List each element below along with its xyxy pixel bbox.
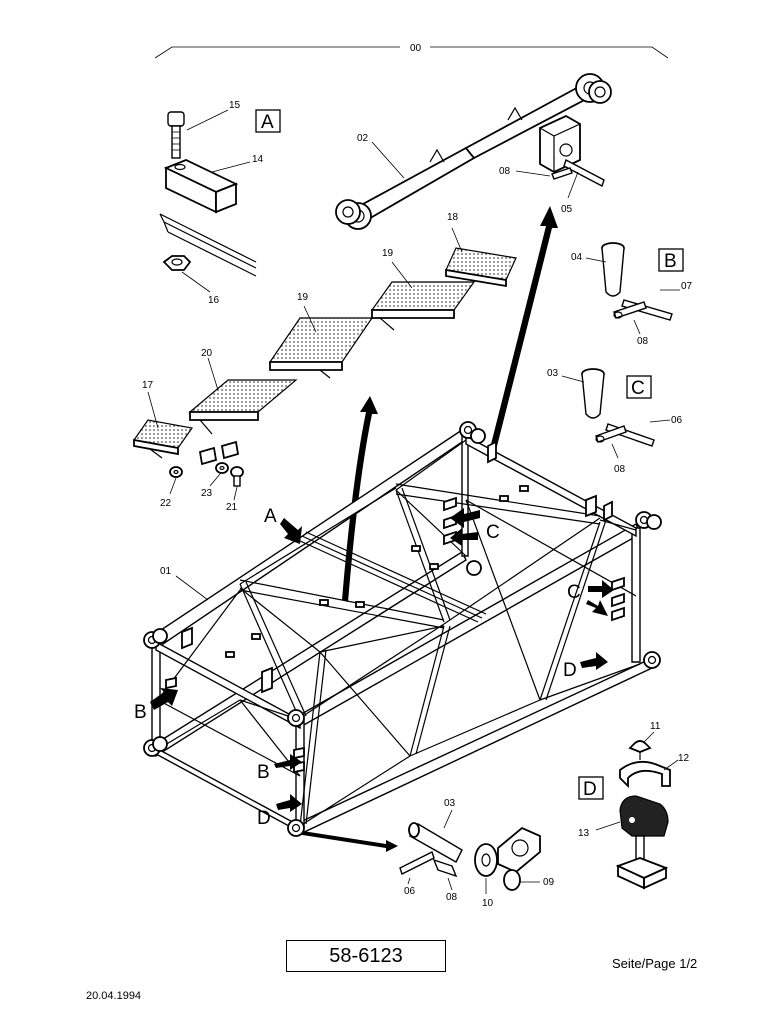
transfer-arrows (296, 206, 558, 852)
plate-19-lower (268, 317, 374, 379)
bracket-pin-assembly (539, 114, 605, 188)
callout-22: 22 (160, 498, 172, 509)
assembly-label: 00 (410, 43, 422, 54)
plate-19-upper (370, 281, 476, 331)
callout-14: 14 (252, 154, 264, 165)
detail-d-group: D (578, 740, 671, 890)
callout-03-c: 03 (547, 368, 559, 379)
callout-16: 16 (208, 295, 220, 306)
callout-15: 15 (229, 100, 241, 111)
callout-17: 17 (142, 380, 154, 391)
walkway-plates (132, 247, 517, 459)
block-14 (163, 159, 239, 214)
detail-a-group: A 15 14 16 (159, 100, 281, 306)
view-arrows (150, 508, 614, 812)
callout-09: 09 (543, 877, 555, 888)
callout-04: 04 (571, 252, 583, 263)
view-marker-a: A (264, 506, 277, 527)
drawing-number: 58-6123 (286, 940, 446, 972)
callout-11: 11 (650, 721, 661, 732)
assembly-bracket: 00 (154, 43, 669, 59)
view-marker-c-1: C (486, 522, 500, 543)
plate-20 (188, 379, 298, 435)
detail-box-b (658, 248, 684, 272)
view-marker-c-2: C (567, 582, 581, 603)
callout-03-low: 03 (444, 798, 456, 809)
callout-20: 20 (201, 348, 213, 359)
view-marker-b-1: B (134, 702, 147, 723)
walkway-arrow (342, 396, 378, 602)
small-hardware (169, 440, 244, 487)
lower-pin-assembly (399, 822, 541, 891)
callout-21: 21 (226, 502, 238, 513)
page-label: Seite/Page 1/2 (612, 956, 698, 971)
view-marker-b-2: B (257, 762, 270, 783)
plate-18 (445, 247, 517, 288)
detail-box-c (626, 375, 652, 399)
pin-arrow (296, 830, 398, 852)
callout-06-c: 06 (671, 415, 683, 426)
detail-box-b-label: B (664, 251, 677, 272)
tie-rod-02 (335, 73, 612, 230)
nut-16 (162, 255, 192, 271)
detail-b-group: B (601, 242, 684, 321)
detail-box-c-label: C (631, 378, 645, 399)
tie-rod-arrow (488, 206, 558, 458)
callout-01: 01 (160, 566, 172, 577)
callout-19-a: 19 (382, 248, 394, 259)
detail-box-d-label: D (583, 779, 597, 800)
callout-06-low: 06 (404, 886, 416, 897)
detail-c-group: C (581, 368, 655, 447)
detail-box-a (255, 109, 281, 133)
callout-18: 18 (447, 212, 459, 223)
detail-box-a-label: A (261, 112, 274, 133)
callout-08-top: 08 (499, 166, 511, 177)
bolt-15 (167, 111, 185, 159)
callout-02: 02 (357, 133, 369, 144)
rail-section (159, 213, 257, 277)
callout-23: 23 (201, 488, 213, 499)
callout-08-c: 08 (614, 464, 626, 475)
callout-05: 05 (561, 204, 573, 215)
view-marker-d-2: D (257, 808, 271, 829)
plate-17 (132, 419, 194, 459)
view-marker-d-1: D (563, 660, 577, 681)
callout-07: 07 (681, 281, 693, 292)
detail-box-d (578, 776, 604, 800)
callout-19-b: 19 (297, 292, 309, 303)
callout-12: 12 (678, 753, 690, 764)
date-label: 20.04.1994 (86, 990, 142, 1002)
callout-08-b: 08 (637, 336, 649, 347)
boom-section-01 (143, 421, 662, 837)
callout-08-low: 08 (446, 892, 458, 903)
callout-13: 13 (578, 828, 590, 839)
callout-10: 10 (482, 898, 494, 909)
